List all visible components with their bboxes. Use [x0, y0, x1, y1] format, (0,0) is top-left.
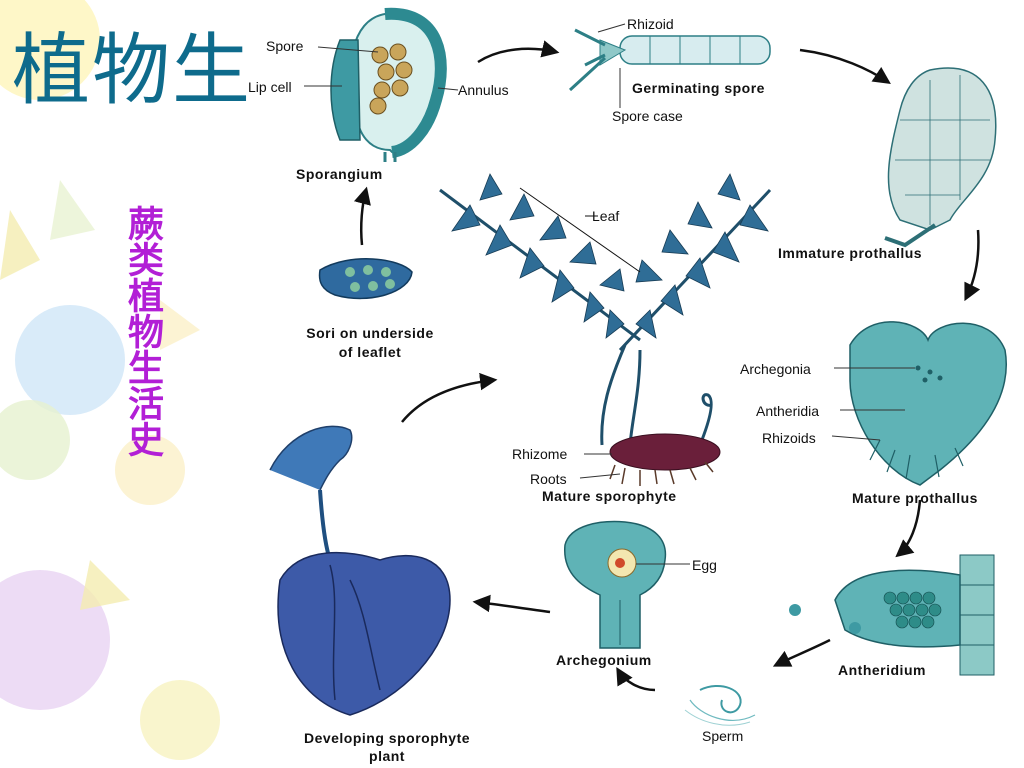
sporangium-drawing	[304, 7, 459, 162]
vertical-subtitle: 蕨类植物生活史	[122, 205, 163, 457]
immature-prothallus-drawing	[884, 67, 997, 248]
label-archegonium: Archegonium	[556, 652, 652, 668]
label-mature-prothallus: Mature prothallus	[852, 490, 978, 506]
label-leaf: Leaf	[592, 208, 620, 224]
label-archegonia: Archegonia	[740, 361, 811, 377]
label-roots: Roots	[530, 471, 567, 487]
label-rhizome: Rhizome	[512, 446, 568, 462]
mature-sporophyte-drawing	[439, 173, 772, 486]
label-sperm: Sperm	[702, 728, 744, 744]
label-spore: Spore	[266, 38, 304, 54]
label-immature-prothallus: Immature prothallus	[778, 245, 923, 261]
developing-sporophyte-drawing	[269, 425, 451, 716]
label-annulus: Annulus	[458, 82, 509, 98]
germinating-spore-drawing	[568, 23, 771, 108]
label-sori-line2: of leaflet	[338, 344, 402, 360]
label-mature-sporophyte: Mature sporophyte	[542, 488, 677, 504]
mature-prothallus-drawing	[831, 321, 1007, 486]
label-egg: Egg	[692, 557, 717, 573]
slide-title: 植物生	[12, 26, 253, 116]
label-antheridia: Antheridia	[756, 403, 820, 419]
label-developing-line1: Developing sporophyte	[303, 730, 471, 746]
label-sori-line1: Sori on underside	[306, 325, 434, 341]
antheridium-drawing	[789, 554, 995, 676]
fern-life-cycle-diagram	[269, 7, 1007, 726]
label-spore-case: Spore case	[612, 108, 683, 124]
label-antheridium: Antheridium	[838, 662, 926, 678]
sori-leaflet-drawing	[318, 258, 413, 300]
label-germinating-spore: Germinating spore	[632, 80, 765, 96]
label-lip-cell: Lip cell	[248, 79, 292, 95]
label-rhizoid: Rhizoid	[627, 16, 674, 32]
label-rhizoids: Rhizoids	[762, 430, 816, 446]
archegonium-drawing	[564, 520, 690, 649]
sperm-drawing	[684, 685, 756, 726]
label-sporangium: Sporangium	[296, 166, 383, 182]
label-developing-line2: plant	[369, 748, 405, 764]
